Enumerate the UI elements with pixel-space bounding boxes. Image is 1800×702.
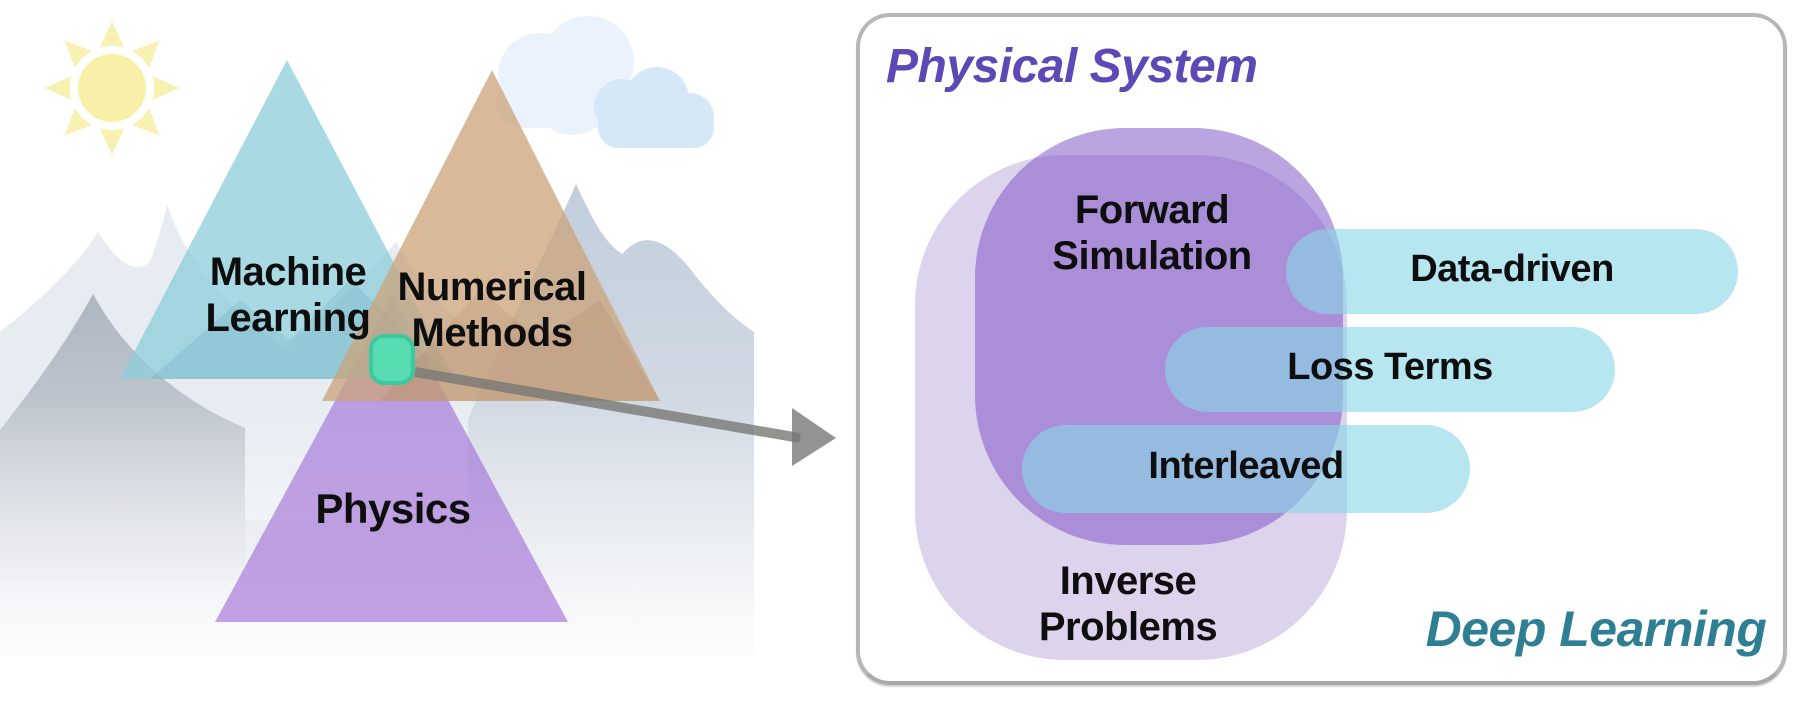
intersection-marker-icon (369, 334, 415, 385)
loss-terms-label: Loss Terms (1287, 346, 1493, 388)
mountain-scene-illustration (0, 16, 860, 702)
forward-simulation-label: Forward Simulation (1052, 187, 1252, 280)
cloud-front-icon (594, 67, 714, 148)
physics-label: Physics (315, 485, 471, 532)
forward-simulation-label-line2: Simulation (1052, 234, 1252, 279)
loss-terms-pill (1165, 327, 1615, 412)
interleaved-label: Interleaved (1148, 445, 1344, 487)
data-driven-label: Data-driven (1410, 248, 1614, 290)
deep-learning-title: Deep Learning (1425, 601, 1767, 657)
numerical-methods-label-line2: Methods (411, 311, 573, 356)
inverse-problems-label-line1: Inverse (1059, 559, 1197, 603)
machine-learning-label-line1: Machine (209, 250, 367, 294)
physical-system-title: Physical System (886, 40, 1258, 93)
interleaved-pill (1022, 425, 1470, 513)
physics-triangle (215, 296, 568, 622)
numerical-methods-label-line1: Numerical (397, 265, 587, 309)
data-driven-pill (1286, 229, 1738, 314)
numerical-methods-label: Numerical Methods (398, 264, 587, 357)
inverse-problems-label-line2: Problems (1038, 605, 1218, 650)
machine-learning-label-line2: Learning (205, 296, 371, 341)
forward-simulation-label-line1: Forward (1074, 188, 1230, 232)
sun-icon (45, 21, 179, 155)
inverse-problems-label: Inverse Problems (1038, 558, 1218, 651)
machine-learning-label: Machine Learning (206, 249, 371, 342)
zoom-arrow-icon (414, 367, 836, 466)
